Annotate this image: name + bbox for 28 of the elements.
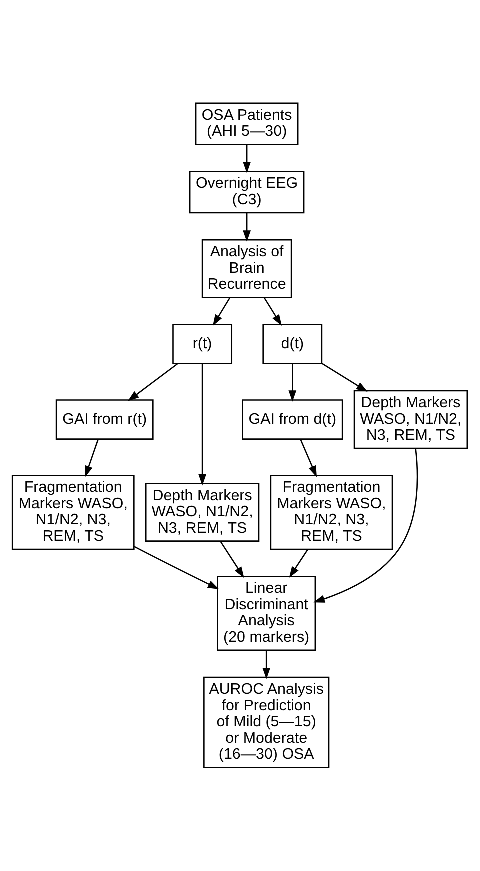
node-box: AUROC Analysis for Prediction of Mild (5—15) or Moderate (16—30) OSA: [204, 676, 330, 768]
arrow: [134, 546, 220, 590]
arrow: [314, 448, 418, 603]
node-box: Depth Markers WASO, N1/N2, N3, REM, TS: [354, 390, 468, 450]
arrow: [262, 650, 271, 680]
node-box: Fragmentation Markers WASO, N1/N2, N3, REM, TS: [270, 475, 394, 550]
node-box: GAI from r(t): [56, 400, 154, 440]
arrow: [220, 541, 244, 578]
node-box: d(t): [262, 324, 323, 365]
node-box: Overnight EEG (C3): [189, 171, 305, 214]
arrow: [85, 439, 99, 478]
node-box: Depth Markers WASO, N1/N2, N3, REM, TS: [145, 483, 260, 542]
arrow: [212, 297, 231, 326]
arrow: [322, 363, 368, 392]
node-box: OSA Patients (AHI 5—30): [195, 102, 299, 146]
node-box: Fragmentation Markers WASO, N1/N2, N3, REM, TS: [12, 475, 135, 550]
node-box: Analysis of Brain Recurrence: [202, 239, 292, 298]
node-box: Linear Discriminant Analysis (20 markers): [217, 576, 316, 652]
arrow: [264, 297, 282, 326]
arrow: [243, 144, 252, 174]
arrow: [289, 549, 309, 578]
arrow: [128, 363, 178, 402]
node-box: GAI from d(t): [242, 400, 344, 440]
arrow: [300, 439, 317, 478]
arrow: [198, 364, 206, 486]
arrow: [288, 364, 297, 402]
arrow: [243, 213, 252, 242]
node-box: r(t): [172, 324, 233, 365]
